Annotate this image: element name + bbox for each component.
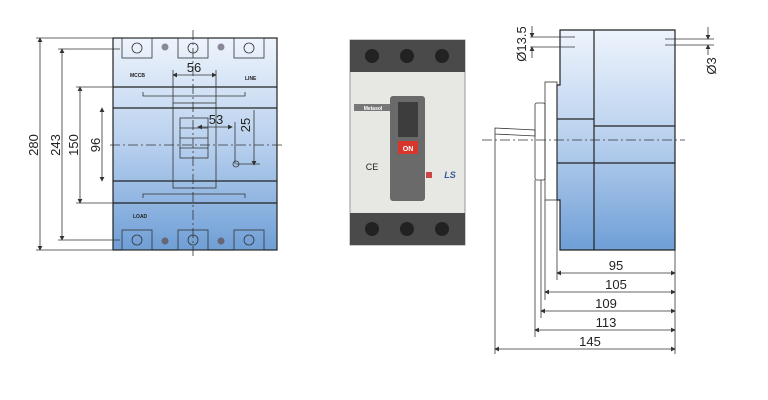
dim-105: 105	[605, 277, 627, 292]
load-label: LOAD	[133, 214, 148, 220]
dim-150: 150	[66, 134, 81, 156]
dim-56: 56	[187, 60, 201, 75]
handle-lever	[494, 127, 536, 137]
breaker-photo: Metasol ON CE LS	[349, 39, 466, 246]
handle-window	[172, 102, 217, 189]
dim-113: 113	[596, 315, 617, 330]
mccb-label: MCCB	[130, 73, 145, 79]
front-dimensions: 280 243 150 96 56 53 25	[26, 37, 260, 251]
bottom-terminals	[121, 229, 265, 251]
ls-logo: LS	[444, 170, 456, 180]
side-view	[482, 29, 685, 251]
ce-mark: CE	[366, 162, 379, 172]
on-indicator	[398, 141, 418, 154]
dim-96: 96	[88, 138, 103, 152]
brand-label: Metasol	[364, 106, 383, 112]
dim-280: 280	[26, 134, 41, 156]
on-label: ON	[403, 146, 414, 153]
dim-95: 95	[609, 258, 623, 273]
side-dimensions: 95 105 109 113 145 Ø13.5 Ø3	[494, 26, 719, 354]
line-label: LINE	[245, 76, 257, 82]
dim-25: 25	[238, 118, 253, 132]
dim-53: 53	[209, 112, 223, 127]
dim-243: 243	[48, 134, 63, 156]
dim-109: 109	[595, 296, 617, 311]
dim-hole-3: Ø3	[704, 57, 719, 74]
dim-hole-13-5: Ø13.5	[514, 26, 529, 61]
top-terminals	[121, 37, 265, 59]
dim-145: 145	[579, 334, 601, 349]
